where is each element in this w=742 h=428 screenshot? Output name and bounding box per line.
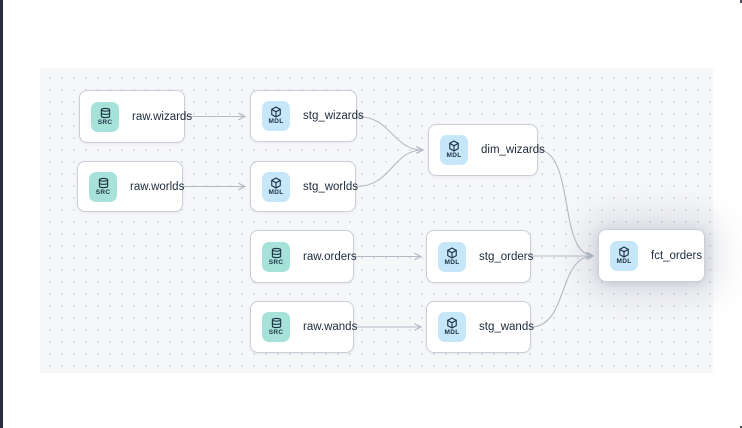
node-raw_worlds[interactable]: SRC raw.worlds [77, 161, 185, 212]
badge-label: MDL [444, 258, 460, 266]
badge-label: MDL [268, 118, 284, 126]
mdl-badge: MDL [262, 101, 290, 131]
badge-label: SRC [95, 188, 111, 196]
database-icon [98, 177, 108, 188]
database-icon [271, 318, 281, 329]
badge-label: SRC [268, 329, 284, 337]
node-label: fct_orders [651, 249, 703, 262]
node-label: stg_orders [479, 250, 534, 263]
cube-icon [271, 177, 281, 189]
mdl-badge: MDL [438, 312, 466, 342]
cube-icon [619, 246, 629, 258]
node-raw_wizards[interactable]: SRC raw.wizards [79, 90, 192, 143]
window-frame-corner-top-right [740, 0, 742, 3]
badge-label: SRC [97, 118, 113, 126]
node-stg_wizards[interactable]: MDL stg_wizards [250, 90, 364, 142]
node-fct_orders[interactable]: MDL fct_orders [598, 229, 705, 282]
cube-icon [271, 106, 281, 118]
node-label: raw.wands [303, 321, 358, 333]
mdl-badge: MDL [438, 241, 466, 272]
node-stg_wands[interactable]: MDL stg_wands [426, 301, 534, 353]
node-label: stg_worlds [303, 180, 358, 193]
node-label: raw.worlds [130, 180, 185, 193]
node-stg_worlds[interactable]: MDL stg_worlds [250, 161, 358, 212]
badge-label: MDL [268, 188, 284, 196]
src-badge: SRC [262, 312, 290, 342]
database-icon [100, 107, 110, 118]
node-dim_wizards[interactable]: MDL dim_wizards [428, 124, 545, 176]
node-stg_orders[interactable]: MDL stg_orders [426, 230, 534, 283]
lineage-canvas[interactable] [40, 68, 713, 373]
node-label: stg_wizards [303, 110, 364, 122]
badge-label: MDL [616, 257, 632, 265]
badge-label: SRC [268, 258, 284, 266]
src-badge: SRC [91, 101, 119, 132]
badge-label: MDL [446, 152, 462, 160]
node-label: dim_wizards [481, 144, 545, 156]
node-label: stg_wands [479, 321, 534, 333]
src-badge: SRC [262, 241, 290, 272]
node-label: raw.wizards [132, 110, 193, 123]
window-frame-left [0, 0, 3, 428]
mdl-badge: MDL [262, 171, 290, 202]
node-raw_wands[interactable]: SRC raw.wands [250, 301, 358, 353]
database-icon [271, 247, 281, 258]
src-badge: SRC [89, 171, 117, 202]
badge-label: MDL [444, 329, 460, 337]
mdl-badge: MDL [610, 240, 638, 271]
window-frame-corner-bottom-right [740, 426, 742, 428]
cube-icon [447, 317, 457, 329]
node-raw_orders[interactable]: SRC raw.orders [250, 230, 357, 283]
cube-icon [447, 247, 457, 259]
mdl-badge: MDL [440, 135, 468, 165]
cube-icon [449, 140, 459, 152]
node-label: raw.orders [303, 250, 357, 263]
